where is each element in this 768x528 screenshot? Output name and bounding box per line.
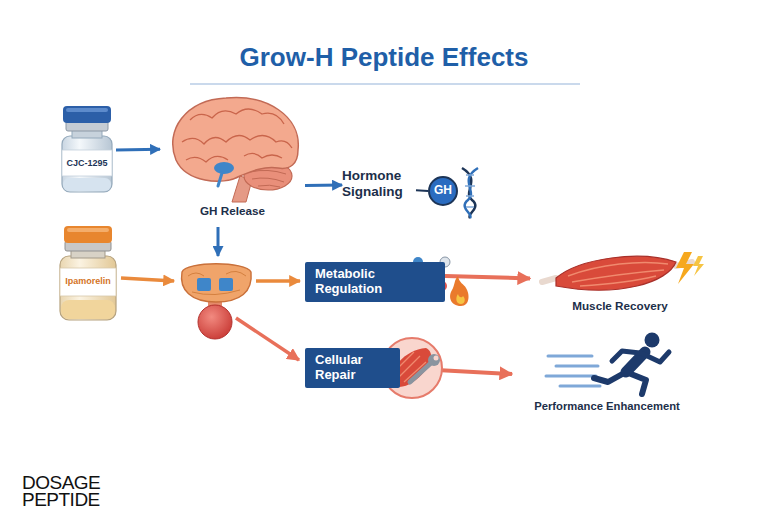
hormone-circle: GH — [428, 176, 458, 206]
vial-illustration — [62, 106, 112, 192]
band-label: Cellular Repair — [315, 353, 376, 383]
vial-node: CJC-1295 — [58, 106, 116, 194]
watermark: DOSAGE PEPTIDE — [22, 474, 122, 509]
title-rule — [190, 83, 580, 85]
flow-arrow — [121, 278, 174, 281]
process-band: Cellular Repair — [305, 348, 400, 388]
node-label: GH Release — [160, 204, 305, 217]
runner-node: Performance Enhancement — [512, 330, 702, 418]
vial-node: Ipamorelin — [58, 226, 118, 322]
dna-helix — [462, 168, 478, 218]
process-band: Metabolic Regulation — [305, 262, 445, 302]
node-label: Ipamorelin — [58, 276, 118, 286]
flow-arrow — [256, 279, 300, 283]
node-label: Performance Enhancement — [512, 400, 702, 413]
flow-arrow — [217, 227, 220, 256]
connector-arrow — [116, 148, 160, 152]
node-label: Hormone Signaling — [342, 168, 416, 199]
muscle-node: Muscle Recovery — [530, 246, 710, 318]
node-label: CJC-1295 — [58, 158, 116, 168]
text-node: Hormone Signaling — [342, 168, 416, 199]
runner-illustration — [546, 333, 669, 395]
brain-node: GH Release — [160, 92, 305, 222]
connector-arrow — [416, 189, 428, 192]
band-label: Metabolic Regulation — [315, 267, 395, 297]
vial-illustration — [60, 226, 116, 320]
circle-label: GH — [434, 184, 452, 198]
connector-arrow — [305, 184, 342, 188]
pituitary-illustration — [182, 264, 252, 339]
flow-arrow — [236, 318, 299, 360]
brain-illustration — [173, 98, 299, 202]
diagram-title: Grow-H Peptide Effects — [0, 42, 768, 73]
muscle-illustration — [542, 252, 704, 290]
node-label: Muscle Recovery — [530, 299, 710, 312]
